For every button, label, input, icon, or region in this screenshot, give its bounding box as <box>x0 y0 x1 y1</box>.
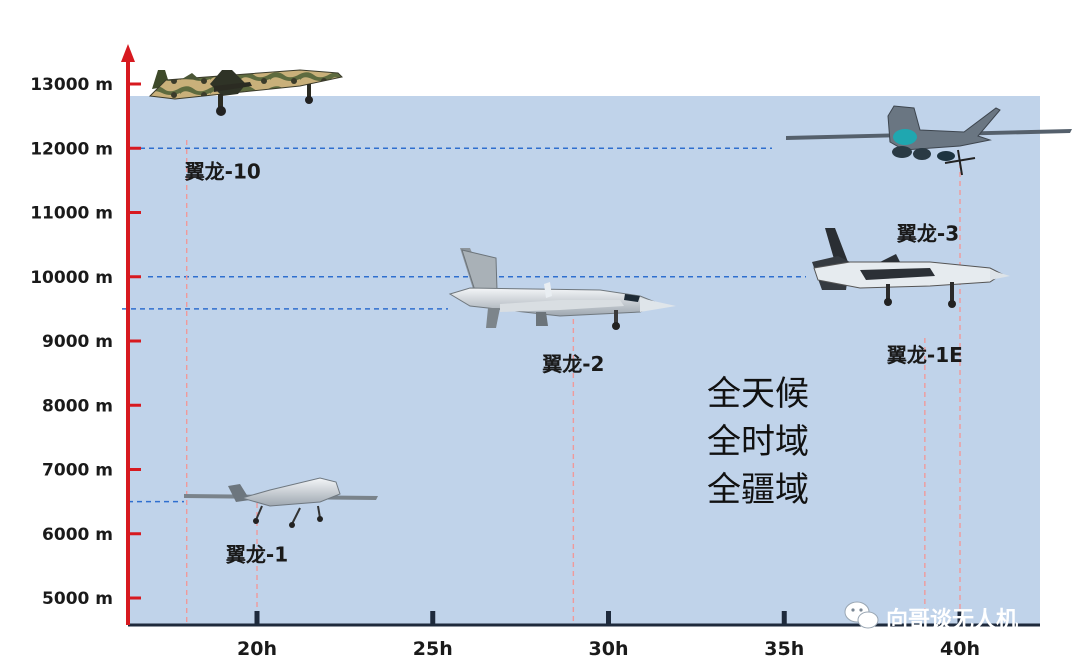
y-tick-label-3: 8000 m <box>42 396 113 416</box>
y-tick-label-6: 11000 m <box>30 204 113 224</box>
drone-wing-loong-2 <box>448 248 676 330</box>
drone-wing-loong-1e <box>812 228 1010 308</box>
point-labels: 翼龙-10 翼龙-2 翼龙-1 翼龙-1E 翼龙-3 <box>184 159 963 566</box>
y-tick-label-5: 10000 m <box>30 268 113 288</box>
y-axis-arrow <box>121 44 135 62</box>
x-ticks: 20h 25h 30h 35h 40h <box>237 611 980 660</box>
watermark: 向哥谈无人机 <box>844 601 1018 633</box>
drone-wing-loong-1 <box>184 477 378 528</box>
y-tick-label-7: 12000 m <box>30 139 113 159</box>
watermark-text: 向哥谈无人机 <box>886 607 1018 633</box>
y-tick-label-2: 7000 m <box>42 461 113 481</box>
annotation-line-2: 全时域 <box>707 422 809 462</box>
point-label-1: 翼龙-2 <box>541 352 604 376</box>
point-label-0: 翼龙-10 <box>184 159 261 183</box>
x-tick-label-2: 30h <box>589 638 629 660</box>
y-tick-label-4: 9000 m <box>42 332 113 352</box>
drone-wing-loong-3 <box>786 105 1072 176</box>
annotation-line-1: 全天候 <box>707 374 809 414</box>
y-ticks: 5000 m 6000 m 7000 m 8000 m 9000 m 10000 m 110… <box>30 75 141 609</box>
x-tick-label-4: 40h <box>940 638 980 660</box>
x-tick-mark-0 <box>254 611 260 624</box>
x-tick-mark-4 <box>957 611 963 624</box>
x-tick-label-0: 20h <box>237 638 277 660</box>
point-label-2: 翼龙-1 <box>225 543 288 567</box>
point-label-4: 翼龙-3 <box>896 221 959 245</box>
plot-background <box>128 96 1040 625</box>
annotation-line-3: 全疆域 <box>707 470 809 510</box>
x-tick-mark-1 <box>430 611 436 624</box>
drone-wing-loong-10 <box>148 69 344 116</box>
wechat-icon <box>844 601 879 629</box>
y-tick-label-1: 6000 m <box>42 525 113 545</box>
x-tick-label-1: 25h <box>413 638 453 660</box>
x-tick-mark-2 <box>606 611 611 624</box>
point-label-3: 翼龙-1E <box>886 343 963 367</box>
x-tick-mark-3 <box>781 611 787 624</box>
y-tick-label-8: 13000 m <box>30 75 113 95</box>
y-tick-label-0: 5000 m <box>42 589 113 609</box>
x-tick-label-3: 35h <box>764 638 804 660</box>
